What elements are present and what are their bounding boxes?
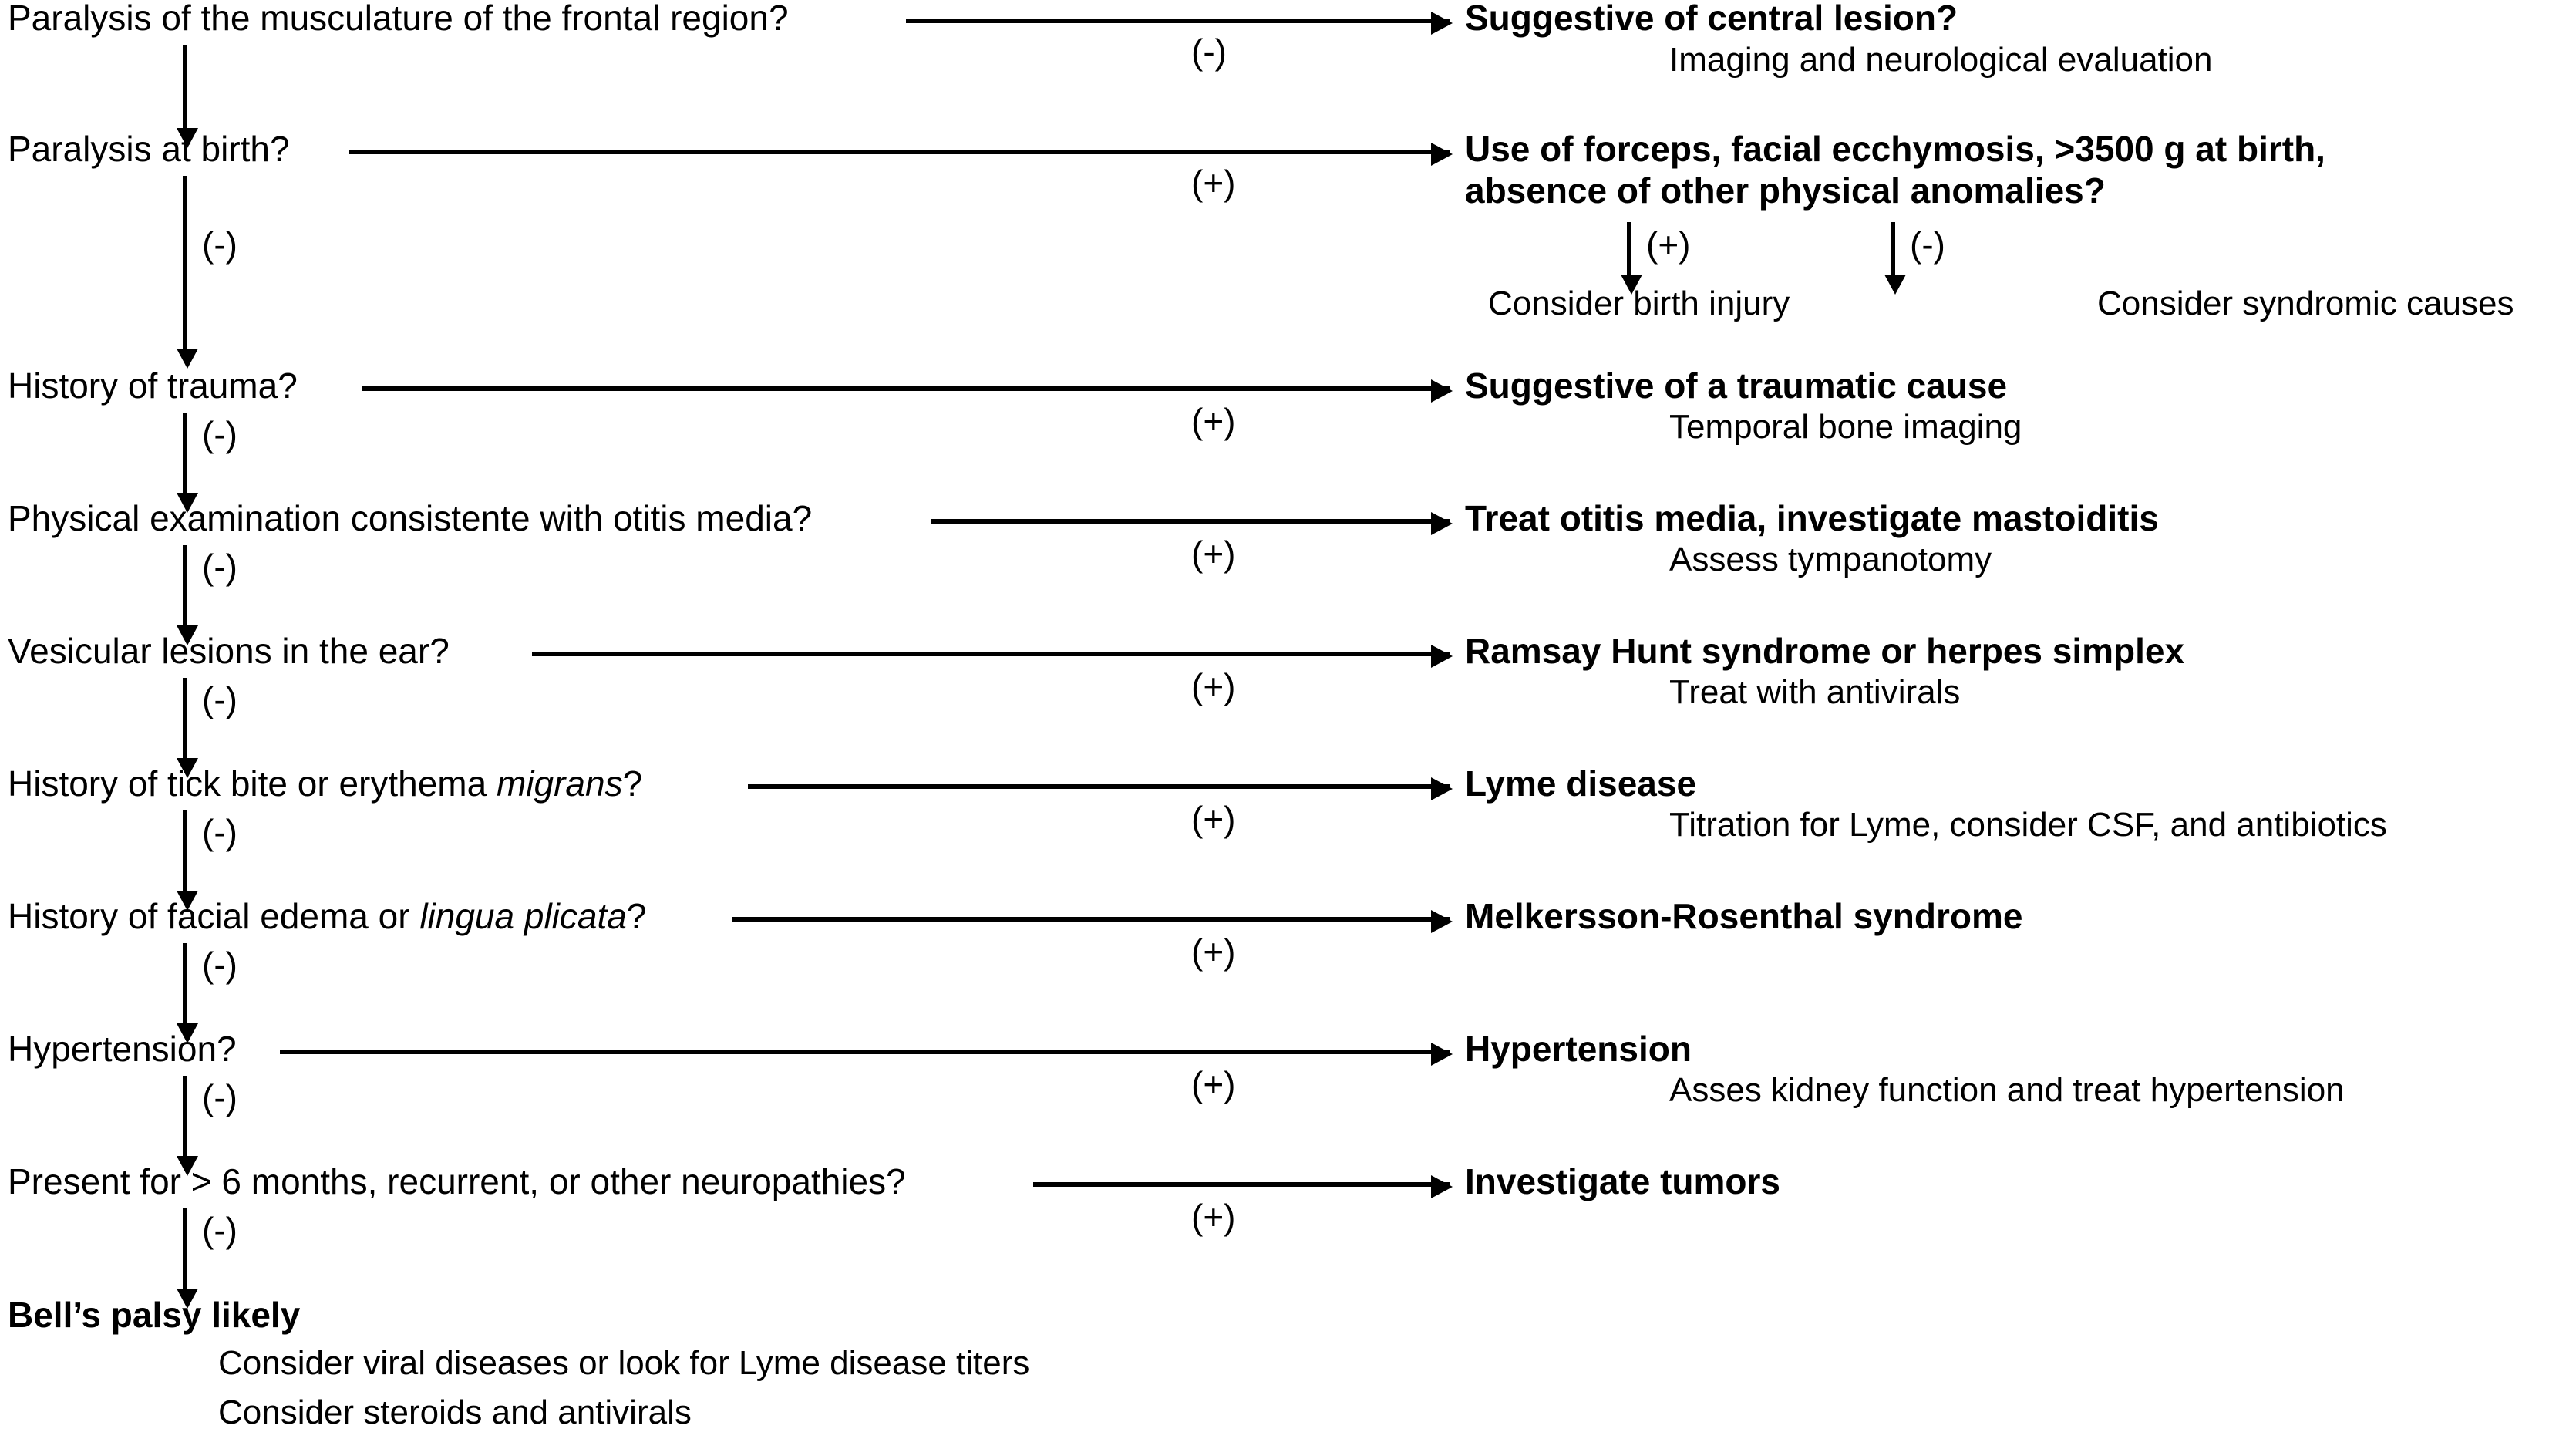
arrow-down-to-history-of-trauma [177, 176, 198, 369]
outcome-sub-otitis-media: Assess tympanotomy [1669, 541, 1992, 578]
arrow-right-otitis-media [931, 512, 1453, 535]
outcome-title-otitis-media: Treat otitis media, investigate mastoidi… [1465, 498, 2159, 538]
branch-label-history-of-trauma: (+) [1191, 401, 1236, 441]
arrow-down-to-tick-bite [177, 678, 198, 778]
question-facial-edema-pre: History of facial edema or [8, 896, 420, 936]
next-label-vesicular-lesions: (-) [202, 679, 237, 719]
next-label-chronic-recurrent: (-) [202, 1210, 237, 1250]
outcome-title-melkersson-rosenthal: Melkersson-Rosenthal syndrome [1465, 896, 2023, 936]
branch-label-frontal-musculature: (-) [1191, 32, 1227, 72]
outcome-sub-hypertension: Asses kidney function and treat hyperten… [1669, 1071, 2345, 1109]
arrow-right-facial-edema [732, 910, 1453, 933]
branch-label-otitis-media: (+) [1191, 534, 1236, 574]
question-tick-bite-post: ? [622, 763, 643, 804]
final-sub-line-1: Consider viral diseases or look for Lyme… [218, 1344, 1030, 1382]
next-label-facial-edema: (-) [202, 945, 237, 985]
arrow-right-hypertension [280, 1043, 1453, 1066]
arrow-down-consider-syndromic-causes [1884, 222, 1906, 295]
branch-label-vesicular-lesions: (+) [1191, 666, 1236, 706]
next-label-paralysis-at-birth: (-) [202, 224, 237, 265]
outcome-title-birth-trauma-line2: absence of other physical anomalies? [1465, 170, 2106, 211]
outcome-sub-lyme-disease: Titration for Lyme, consider CSF, and an… [1669, 806, 2387, 844]
outcome-title-central-lesion: Suggestive of central lesion? [1465, 0, 1958, 38]
next-label-history-of-trauma: (-) [202, 414, 237, 454]
outcome-sub-traumatic-cause: Temporal bone imaging [1669, 408, 2022, 446]
outcome-title-traumatic-cause: Suggestive of a traumatic cause [1465, 366, 2008, 406]
question-vesicular-lesions: Vesicular lesions in the ear? [8, 631, 450, 671]
arrow-right-tick-bite [748, 777, 1453, 800]
arrow-down-consider-birth-injury [1621, 222, 1642, 295]
outcome-title-hypertension: Hypertension [1465, 1029, 1692, 1069]
sub-outcome-consider-syndromic-causes: Consider syndromic causes [2097, 285, 2514, 322]
branch-label-facial-edema: (+) [1191, 932, 1236, 972]
question-facial-edema: History of facial edema or lingua plicat… [8, 895, 646, 937]
arrow-down-to-bells-palsy [177, 1208, 198, 1309]
arrow-down-to-chronic-recurrent [177, 1076, 198, 1176]
question-tick-bite-pre: History of tick bite or erythema [8, 763, 497, 804]
arrow-right-paralysis-at-birth [349, 143, 1453, 166]
arrow-right-chronic-recurrent [1033, 1175, 1453, 1198]
question-history-of-trauma: History of trauma? [8, 366, 298, 406]
arrow-right-history-of-trauma [362, 379, 1453, 403]
question-chronic-recurrent: Present for > 6 months, recurrent, or ot… [8, 1161, 906, 1201]
arrow-down-to-paralysis-at-birth [177, 45, 198, 148]
question-facial-edema-post: ? [626, 896, 647, 936]
outcome-sub-ramsay-hunt: Treat with antivirals [1669, 673, 1961, 711]
arrow-right-vesicular-lesions [532, 645, 1453, 668]
branch-label-tick-bite: (+) [1191, 799, 1236, 839]
question-paralysis-at-birth: Paralysis at birth? [8, 129, 290, 169]
sub-outcome-consider-birth-injury: Consider birth injury [1488, 285, 1790, 322]
next-label-otitis-media: (-) [202, 547, 237, 587]
outcome-title-ramsay-hunt: Ramsay Hunt syndrome or herpes simplex [1465, 631, 2185, 671]
branch-label-chronic-recurrent: (+) [1191, 1197, 1236, 1237]
question-otitis-media: Physical examination consistente with ot… [8, 498, 813, 538]
outcome-title-lyme-disease: Lyme disease [1465, 763, 1697, 804]
next-label-tick-bite: (-) [202, 812, 237, 852]
outcome-sub-central-lesion: Imaging and neurological evaluation [1669, 41, 2213, 79]
sub-branch-label-birth-injury: (+) [1646, 224, 1691, 265]
final-title-bells-palsy: Bell’s palsy likely [8, 1295, 301, 1335]
branch-label-paralysis-at-birth: (+) [1191, 163, 1236, 203]
sub-branch-label-syndromic-causes: (-) [1910, 224, 1945, 265]
arrow-down-to-hypertension [177, 943, 198, 1043]
question-hypertension: Hypertension? [8, 1029, 237, 1069]
final-sub-line-2: Consider steroids and antivirals [218, 1393, 692, 1431]
arrow-down-to-vesicular-lesions [177, 545, 198, 645]
question-facial-edema-italic: lingua plicata [419, 896, 627, 936]
arrow-right-frontal-musculature [906, 12, 1453, 35]
outcome-title-birth-trauma-line1: Use of forceps, facial ecchymosis, >3500… [1465, 129, 2325, 169]
question-frontal-musculature: Paralysis of the musculature of the fron… [8, 0, 789, 38]
branch-label-hypertension: (+) [1191, 1064, 1236, 1104]
arrow-down-to-facial-edema [177, 810, 198, 911]
next-label-hypertension: (-) [202, 1077, 237, 1117]
question-tick-bite: History of tick bite or erythema migrans… [8, 763, 642, 804]
question-tick-bite-italic: migrans [496, 763, 623, 804]
arrow-down-to-otitis-media [177, 413, 198, 513]
outcome-title-investigate-tumors: Investigate tumors [1465, 1161, 1780, 1201]
